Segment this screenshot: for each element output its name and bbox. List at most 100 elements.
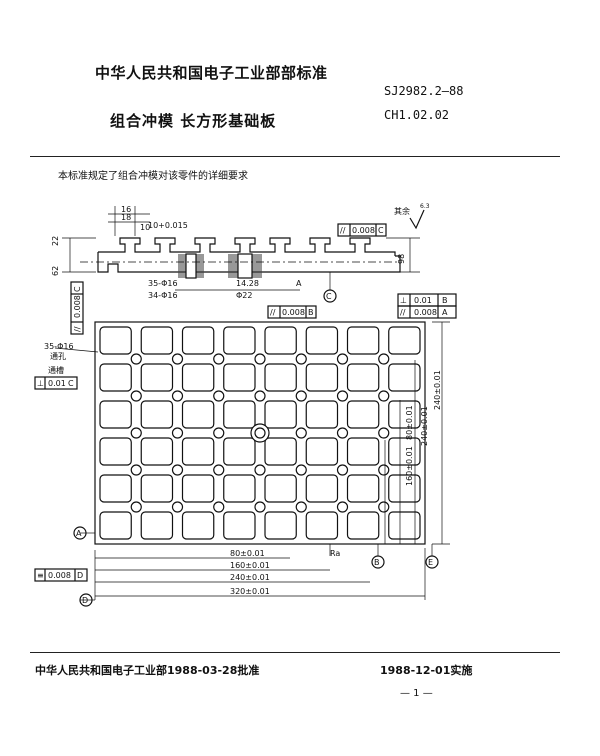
effective-date: 1988-12-01实施	[380, 664, 473, 677]
tol-perp-value: 0.01	[48, 379, 66, 388]
hole	[295, 390, 307, 402]
grid-cell	[181, 363, 215, 392]
hole	[130, 427, 142, 439]
right-dim-80: 80±0.01	[405, 405, 414, 440]
grid-cell	[305, 363, 339, 392]
hole	[378, 390, 390, 402]
hole	[213, 427, 225, 439]
bottom-dim-80: 80±0.01	[230, 549, 265, 558]
grid-cell	[223, 400, 256, 429]
hole	[378, 464, 390, 476]
grid-cell	[140, 400, 174, 429]
footer-rule	[30, 652, 560, 653]
tol-left-datum: C	[73, 286, 82, 292]
plan-hole-note: 35-Φ16	[44, 342, 74, 351]
hole	[254, 464, 266, 476]
hole	[378, 501, 390, 513]
page-number: — 1 —	[400, 688, 433, 699]
hole	[295, 464, 307, 476]
center-hole	[250, 423, 270, 443]
tol-left-symbol: //	[73, 326, 82, 332]
grid-cell	[140, 437, 174, 466]
hole	[378, 353, 390, 365]
tol-top-symbol: //	[340, 226, 346, 235]
dim-22: 22	[51, 236, 60, 246]
hole	[378, 427, 390, 439]
datum-b: B	[374, 558, 380, 567]
slot-note: 通槽	[48, 365, 64, 375]
hole	[130, 501, 142, 513]
hole	[295, 501, 307, 513]
sec-dim: 14.28	[236, 279, 259, 288]
plan-hole-note-2: 通孔	[50, 351, 66, 361]
roughness-value: 6.3	[420, 203, 430, 210]
right-dim-240b: 240±0.01	[433, 370, 442, 410]
grid-cell	[223, 474, 256, 503]
grid-cell	[388, 400, 421, 429]
plate-outline	[94, 321, 426, 545]
intro-text: 本标准规定了组合冲模对该零件的详细要求	[58, 171, 248, 182]
dim-10: 10	[140, 223, 150, 232]
hole	[336, 353, 349, 365]
tol-bottom-value: 0.008	[48, 571, 71, 580]
hole	[336, 501, 349, 513]
datum-e: E	[428, 558, 433, 567]
hole	[171, 501, 184, 513]
grid-cell	[346, 511, 380, 540]
datum-c: C	[326, 292, 332, 301]
grid-cell	[223, 437, 256, 466]
tol-top-value: 0.008	[352, 226, 375, 235]
grid-cells	[99, 326, 421, 540]
document-title: 组合冲模 长方形基础板	[110, 112, 277, 130]
roughness-note: 其余	[394, 206, 410, 216]
hole-note-1: 35-Φ16	[148, 279, 178, 288]
grid-cell	[346, 474, 380, 503]
datum-a: A	[76, 529, 82, 538]
grid-cell	[264, 437, 297, 466]
hole-note-2: 34-Φ16	[148, 291, 178, 300]
grid-cell	[388, 437, 421, 466]
grid-cell	[346, 400, 380, 429]
scale-mark: Ra	[330, 549, 340, 558]
hole	[295, 353, 307, 365]
tol-bottom-datum: D	[77, 571, 83, 580]
grid-cell	[264, 511, 297, 540]
grid-cell	[181, 326, 215, 355]
dim-16: 16	[121, 205, 131, 214]
grid-cell	[181, 437, 215, 466]
tol-mid-datum: B	[308, 308, 314, 317]
grid-cell	[140, 326, 174, 355]
hole	[171, 390, 184, 402]
dim-62: 62	[51, 266, 60, 276]
grid-cell	[346, 437, 380, 466]
right-dim-240: 240±0.01	[420, 406, 429, 446]
hole	[254, 353, 266, 365]
grid-cell	[140, 474, 174, 503]
center-hole-inner	[254, 427, 266, 439]
section-view	[62, 206, 420, 303]
tol-right2-value: 0.008	[414, 308, 437, 317]
hole	[130, 390, 142, 402]
grid-cell	[346, 326, 380, 355]
tol-mid-symbol: //	[270, 308, 276, 317]
grid-cell	[264, 400, 297, 429]
grid-cell	[99, 474, 132, 503]
grid-cell	[305, 511, 339, 540]
grid-cell	[388, 363, 421, 392]
hole	[213, 353, 225, 365]
grid-cell	[140, 363, 174, 392]
grid-cell	[223, 326, 256, 355]
hole	[213, 464, 225, 476]
grid-cell	[181, 474, 215, 503]
grid-cell	[140, 511, 174, 540]
grid-cell	[99, 363, 132, 392]
tol-right2-symbol: //	[400, 308, 406, 317]
tol-mid-value: 0.008	[282, 308, 305, 317]
grid-cell	[388, 511, 421, 540]
hole	[213, 501, 225, 513]
hole	[130, 464, 142, 476]
organization-header: 中华人民共和国电子工业部部标准	[95, 64, 328, 82]
hole	[336, 390, 349, 402]
grid-cell	[264, 363, 297, 392]
dim-98: 98	[397, 254, 406, 264]
